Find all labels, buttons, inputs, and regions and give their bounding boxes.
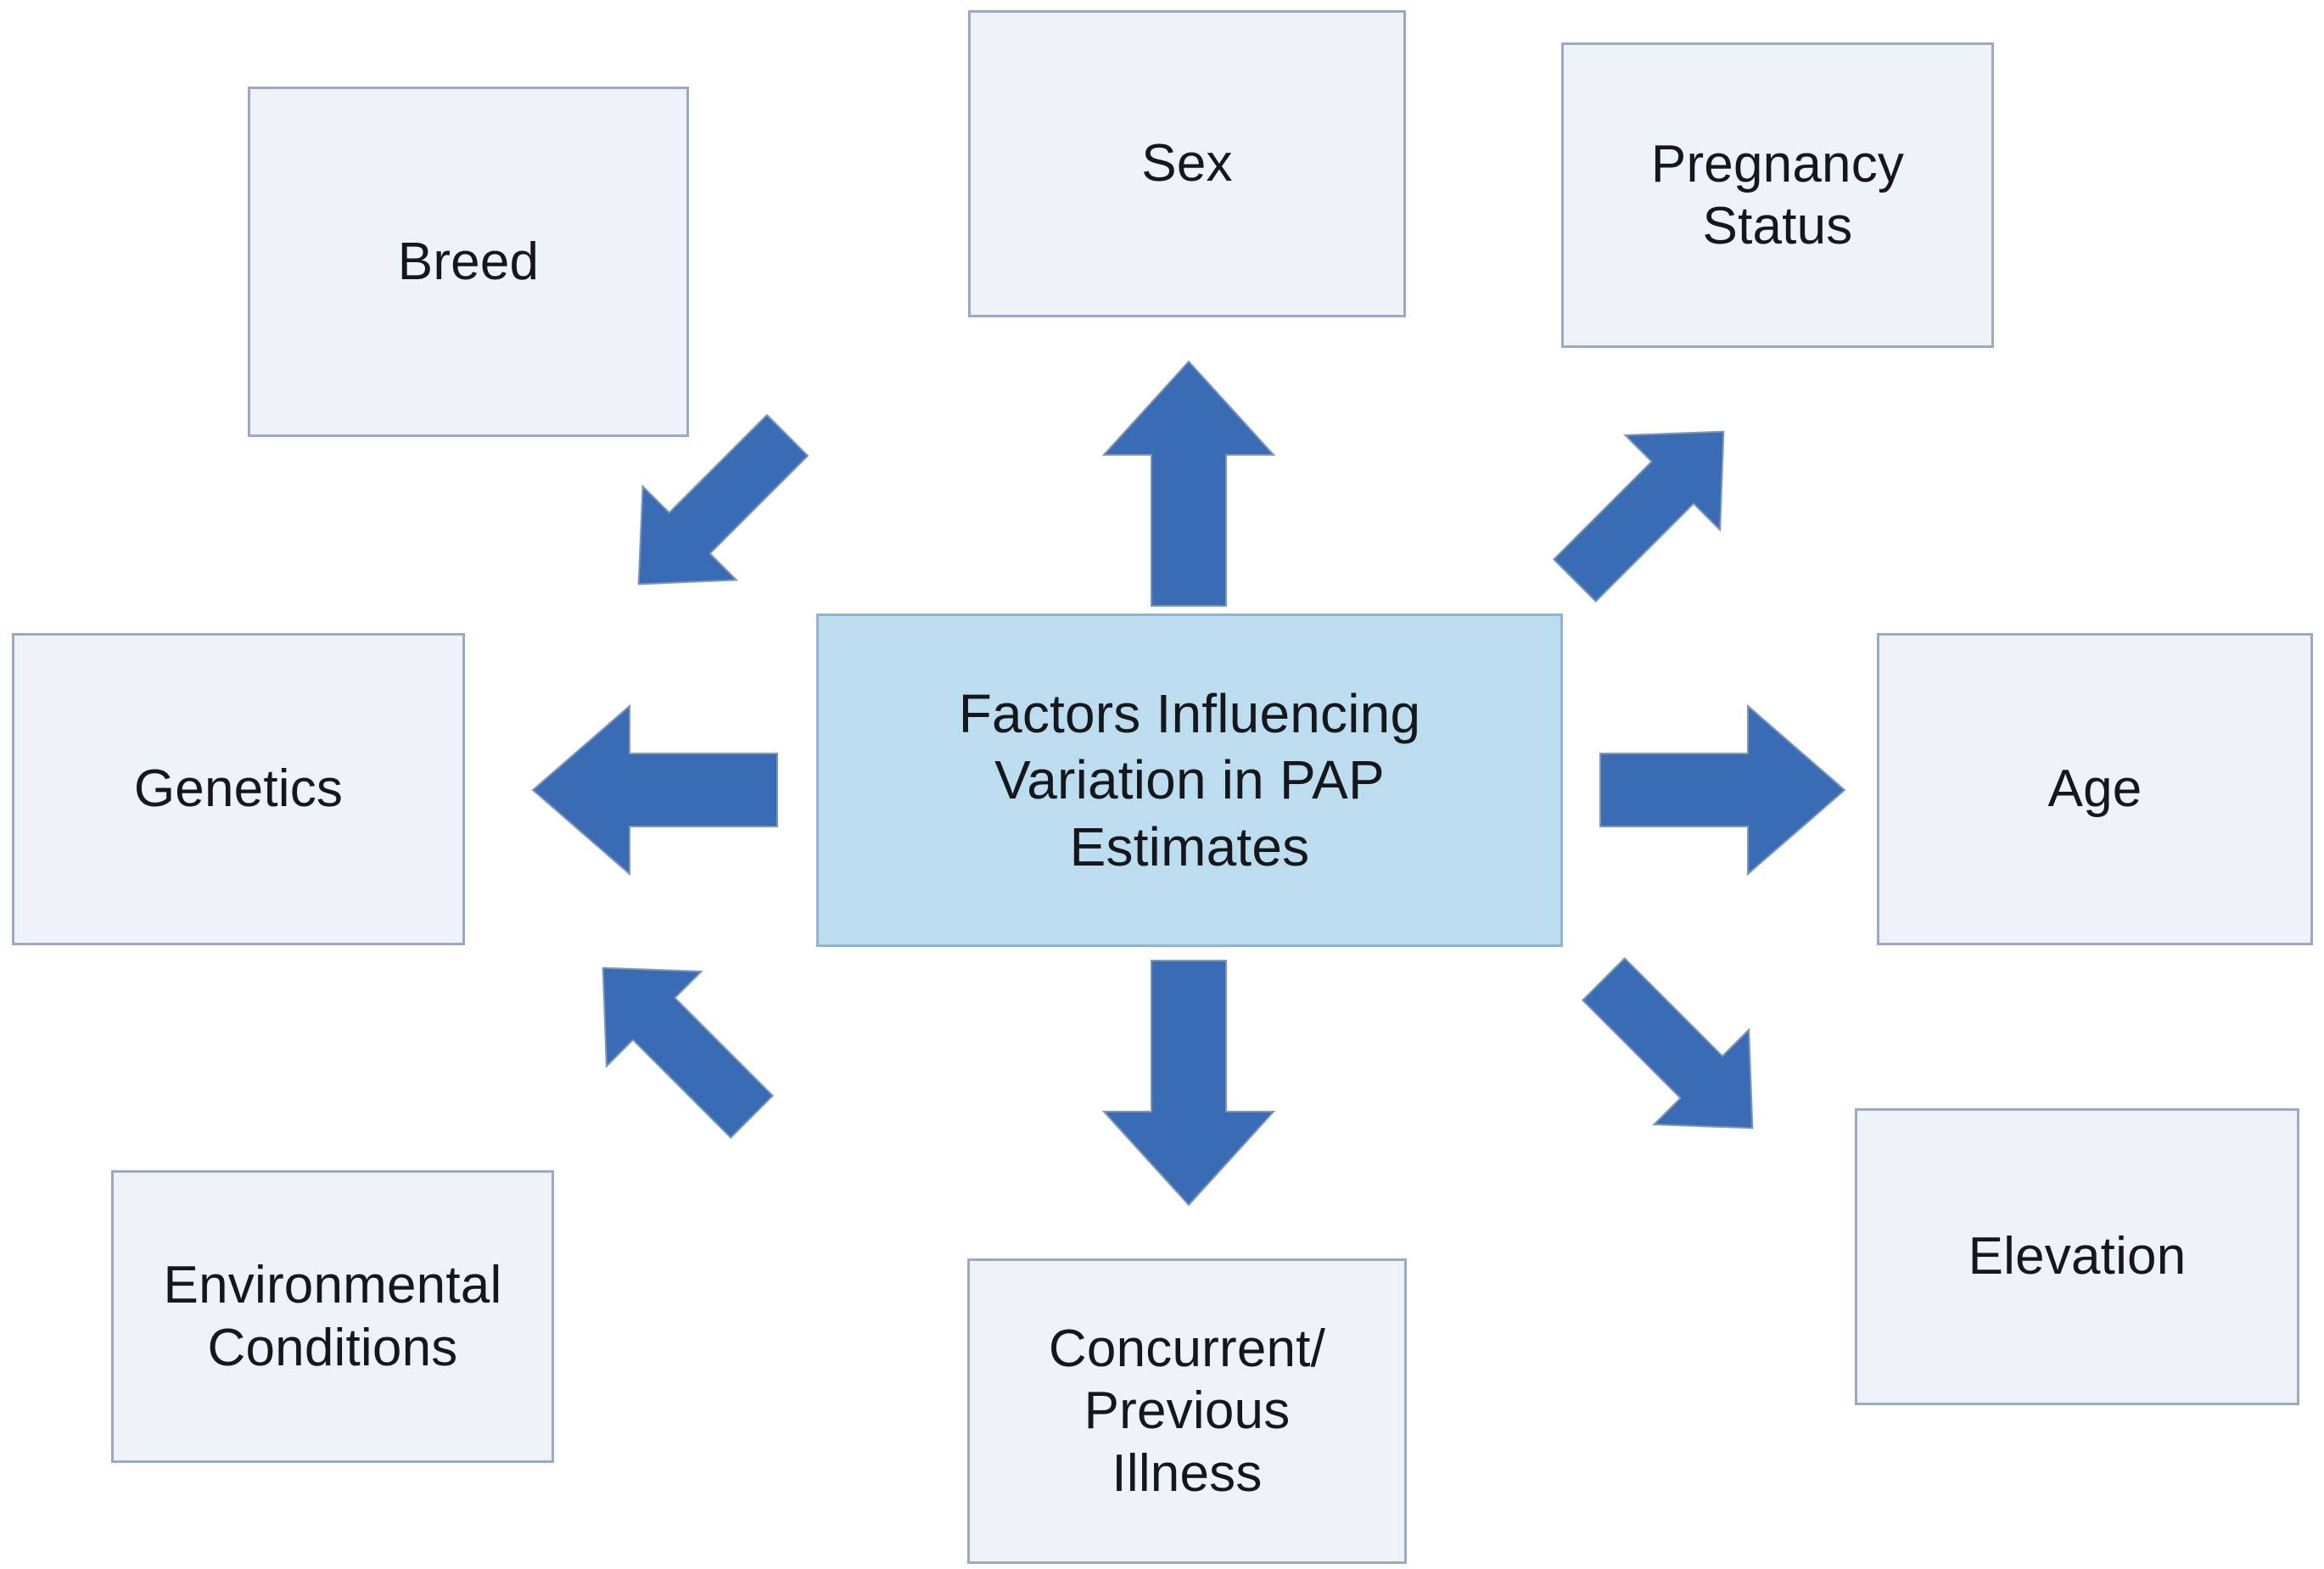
node-elevation-label: Elevation — [1968, 1227, 2187, 1286]
node-illness-label: Concurrent/ Previous Illness — [1048, 1320, 1326, 1503]
node-pregnancy-status-label: Pregnancy Status — [1650, 134, 1905, 255]
node-breed[interactable]: Breed — [248, 87, 689, 437]
node-illness[interactable]: Concurrent/ Previous Illness — [967, 1258, 1407, 1564]
node-genetics[interactable]: Genetics — [12, 633, 465, 945]
arrow-left-icon — [528, 701, 782, 879]
arrow-up-right-icon — [1534, 401, 1763, 613]
arrow-up-left-icon — [599, 407, 828, 611]
node-sex[interactable]: Sex — [968, 10, 1406, 317]
arrow-right-icon — [1595, 701, 1850, 879]
arrow-down-left-icon — [563, 937, 792, 1149]
node-environmental-conditions-label: Environmental Conditions — [163, 1256, 502, 1377]
node-sex-label: Sex — [1141, 134, 1233, 193]
node-genetics-label: Genetics — [133, 759, 344, 819]
arrow-down-icon — [1097, 955, 1280, 1210]
node-age[interactable]: Age — [1877, 633, 2313, 945]
node-center-label: Factors Influencing Variation in PAP Est… — [958, 683, 1421, 877]
node-elevation[interactable]: Elevation — [1855, 1108, 2299, 1405]
node-age-label: Age — [2047, 759, 2142, 819]
node-breed-label: Breed — [397, 232, 540, 291]
node-pregnancy-status[interactable]: Pregnancy Status — [1561, 42, 1994, 348]
arrow-up-icon — [1097, 356, 1280, 611]
node-environmental-conditions[interactable]: Environmental Conditions — [111, 1170, 554, 1463]
node-center[interactable]: Factors Influencing Variation in PAP Est… — [816, 614, 1563, 947]
arrow-down-right-icon — [1563, 947, 1792, 1159]
